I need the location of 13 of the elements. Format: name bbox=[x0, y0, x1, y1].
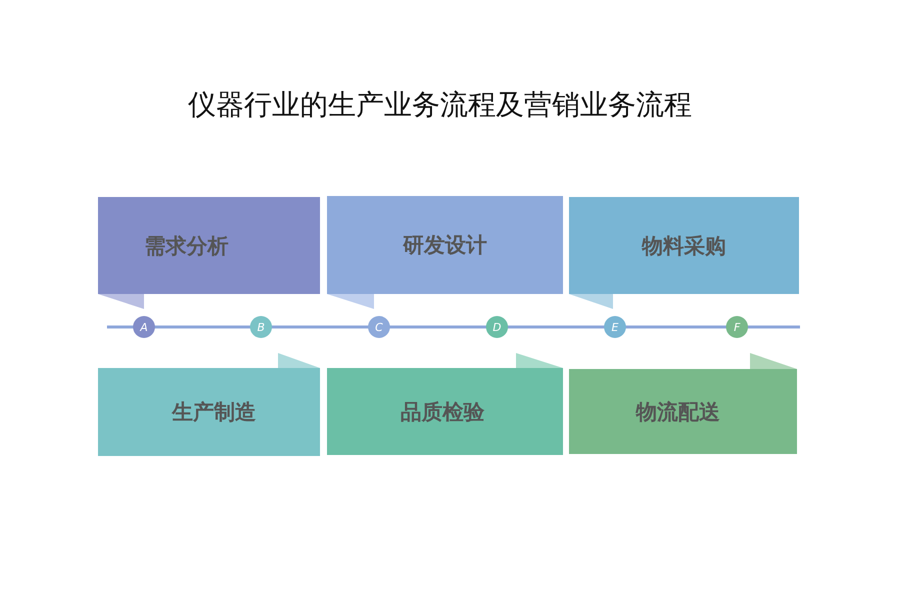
step-box: 需求分析 bbox=[98, 197, 320, 294]
title: 仪器行业的生产业务流程及营销业务流程 bbox=[187, 87, 693, 123]
step-marker: A bbox=[133, 316, 155, 338]
step-marker: B bbox=[250, 316, 272, 338]
step-box: 品质检验 bbox=[327, 368, 563, 455]
step-marker: C bbox=[368, 316, 390, 338]
step-box: 物流配送 bbox=[569, 369, 797, 454]
step-marker: D bbox=[486, 316, 508, 338]
step-box: 生产制造 bbox=[98, 368, 320, 456]
step-marker: E bbox=[604, 316, 626, 338]
step-marker: F bbox=[726, 316, 748, 338]
step-box: 研发设计 bbox=[327, 196, 563, 294]
step-box: 物料采购 bbox=[569, 197, 799, 294]
